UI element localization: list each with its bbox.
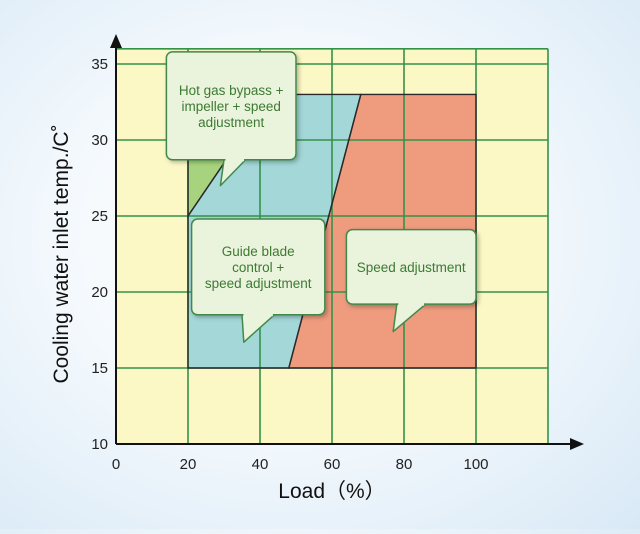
x-tick-label: 0	[112, 456, 120, 473]
region-outline	[287, 93, 477, 369]
y-tick-label: 25	[91, 208, 108, 225]
x-tick-label: 80	[396, 456, 413, 473]
x-tick-label: 100	[463, 456, 488, 473]
region-outline	[187, 93, 362, 369]
region-label: Speed adjustment	[357, 260, 466, 275]
x-tick-label: 60	[324, 456, 341, 473]
y-tick-label: 15	[91, 360, 108, 377]
y-tick-label: 35	[91, 56, 108, 73]
y-tick-label: 30	[91, 132, 108, 149]
x-axis-label: Load（%）	[278, 480, 385, 503]
y-axis-label: Cooling water inlet temp./C˚	[50, 124, 73, 383]
y-tick-label: 20	[91, 284, 108, 301]
callout-speed-adjustment: Speed adjustment	[345, 228, 477, 333]
x-tick-label: 20	[180, 456, 197, 473]
y-axis-arrow	[110, 34, 122, 48]
x-tick-label: 40	[252, 456, 269, 473]
x-axis-arrow	[570, 438, 584, 450]
y-tick-label: 10	[91, 436, 108, 453]
